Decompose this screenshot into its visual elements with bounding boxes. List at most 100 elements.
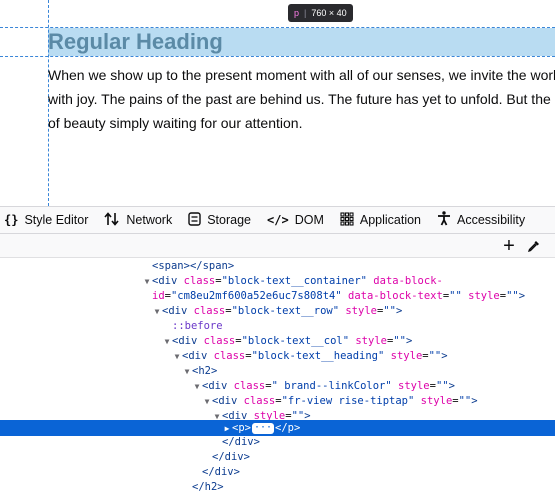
page-heading: Regular Heading <box>48 29 223 54</box>
attr-value: " brand--linkColor" <box>271 380 392 392</box>
attr-name: style <box>398 380 430 392</box>
tree-node-close[interactable]: </div> <box>0 435 555 450</box>
tooltip-dimensions: 760 × 40 <box>311 8 347 18</box>
tooltip-separator: | <box>304 8 307 18</box>
expand-toggle-icon[interactable]: ▼ <box>164 337 170 346</box>
accessibility-person-icon <box>437 211 451 229</box>
tree-node-block-text-container[interactable]: ▼<div class="block-text__container" data… <box>0 274 555 289</box>
tree-node-block-text-col[interactable]: ▼<div class="block-text__col" style=""> <box>0 334 555 349</box>
expand-toggle-icon[interactable]: ▼ <box>214 412 220 421</box>
attr-name: class <box>193 305 226 317</box>
inspector-toolbar: + <box>0 234 555 258</box>
tag-name: </div> <box>222 436 260 448</box>
paragraph-line: with joy. The pains of the past are behi… <box>48 91 555 107</box>
attr-value: "" <box>435 380 449 392</box>
attr-value: "" <box>458 395 472 407</box>
tree-node-brand-linkcolor[interactable]: ▼<div class=" brand--linkColor" style=""… <box>0 379 555 394</box>
expand-toggle-icon[interactable]: ▼ <box>204 397 210 406</box>
eyedropper-icon[interactable] <box>524 236 544 256</box>
attr-name: class <box>243 395 276 407</box>
attr-value: "block-text__col" <box>241 335 350 347</box>
tab-application[interactable]: Application <box>332 207 429 233</box>
attr-value: "" <box>506 290 519 302</box>
tree-node-p-selected[interactable]: ▶<p>···</p> <box>0 420 555 436</box>
tab-dom[interactable]: </> DOM <box>259 207 332 233</box>
tab-label: Network <box>126 213 173 227</box>
attr-value: "fr-view rise-tiptap" <box>281 395 415 407</box>
paragraph-line: of beauty simply waiting for our attenti… <box>48 115 303 131</box>
tree-node-fr-view[interactable]: ▼<div class="fr-view rise-tiptap" style=… <box>0 394 555 409</box>
tab-label: Application <box>359 213 422 227</box>
tag-name: </div> <box>212 451 250 463</box>
tag-close: </p> <box>275 422 301 434</box>
tag-end: > <box>395 305 403 317</box>
paragraph-line: When we show up to the present moment wi… <box>48 67 555 83</box>
tree-node-close[interactable]: </h2> <box>0 480 555 495</box>
tag-open: <span> <box>152 260 190 272</box>
tab-label: Storage <box>207 213 251 227</box>
attr-value: "block-text__row" <box>231 305 340 317</box>
tag-end: > <box>518 290 526 302</box>
tree-node-block-text-row[interactable]: ▼<div class="block-text__row" style=""> <box>0 304 555 319</box>
page-viewport: Regular Heading When we show up to the p… <box>0 0 555 206</box>
braces-icon: {} <box>4 213 19 227</box>
storage-icon <box>188 211 201 229</box>
add-node-button[interactable]: + <box>503 235 515 257</box>
attr-name: style <box>253 410 286 422</box>
network-arrows-icon <box>104 211 120 229</box>
tab-label: Style Editor <box>24 213 89 227</box>
tree-node-block-text-heading[interactable]: ▼<div class="block-text__heading" style=… <box>0 349 555 364</box>
tree-node-span[interactable]: <span></span> <box>0 259 555 274</box>
expand-toggle-icon[interactable]: ▼ <box>144 277 150 286</box>
attr-value: "" <box>291 410 305 422</box>
attr-name: class <box>233 380 266 392</box>
attr-value: "" <box>393 335 406 347</box>
tree-node-pseudo-before[interactable]: ::before <box>0 319 555 334</box>
expand-toggle-icon[interactable]: ▼ <box>184 367 190 376</box>
tree-node-continuation[interactable]: id="cm8eu2mf600a52e6uc7s808t4" data-bloc… <box>152 290 526 302</box>
attr-name: class <box>213 350 246 362</box>
tab-label: Accessibility <box>457 213 526 227</box>
attr-name: class <box>203 335 236 347</box>
attr-name: data-block-text <box>348 290 443 302</box>
collapse-toggle-icon[interactable]: ▶ <box>224 424 230 433</box>
tag-end: > <box>405 335 413 347</box>
tab-label: DOM <box>294 213 324 227</box>
tag-name: </div> <box>202 466 240 478</box>
tag-open: <p> <box>232 422 251 434</box>
tag-name: <div <box>172 335 198 347</box>
tree-node-close[interactable]: </div> <box>0 465 555 480</box>
pseudo-element: ::before <box>172 320 223 332</box>
tree-node-h2[interactable]: ▼<h2> <box>0 364 555 379</box>
expand-toggle-icon[interactable]: ▼ <box>174 352 180 361</box>
tag-name: <div <box>212 395 238 407</box>
attr-name: style <box>345 305 377 317</box>
tag-end: > <box>304 410 311 422</box>
attr-value: "" <box>428 350 442 362</box>
element-highlight-overlay <box>48 28 555 56</box>
attr-name: style <box>390 350 423 362</box>
element-size-tooltip: p | 760 × 40 <box>288 4 353 22</box>
attr-name: data-block- <box>373 275 443 287</box>
devtools-tab-bar: {} Style Editor Network Storage </> DOM <box>0 206 555 234</box>
tag-name: <div <box>182 350 208 362</box>
code-brackets-icon: </> <box>267 213 289 227</box>
tree-node-div-style[interactable]: ▼<div style=""> <box>0 409 555 424</box>
tag-end: > <box>471 395 478 407</box>
tree-node-close[interactable]: </div> <box>0 450 555 465</box>
tab-accessibility[interactable]: Accessibility <box>429 207 533 233</box>
guide-line-top <box>0 27 555 28</box>
expand-ellipsis-button[interactable]: ··· <box>251 421 275 434</box>
guide-line-bottom <box>0 56 555 57</box>
tag-name: <div <box>202 380 228 392</box>
attr-value: "" <box>383 305 396 317</box>
tab-style-editor[interactable]: {} Style Editor <box>0 207 96 233</box>
markup-tree: <span></span> ▼<div class="block-text__c… <box>0 258 555 497</box>
attr-name: style <box>420 395 453 407</box>
expand-toggle-icon[interactable]: ▼ <box>194 382 200 391</box>
tag-name: <div <box>222 410 248 422</box>
tab-storage[interactable]: Storage <box>180 207 259 233</box>
guide-line-vertical <box>48 0 49 206</box>
expand-toggle-icon[interactable]: ▼ <box>154 307 160 316</box>
tab-network[interactable]: Network <box>96 207 180 233</box>
